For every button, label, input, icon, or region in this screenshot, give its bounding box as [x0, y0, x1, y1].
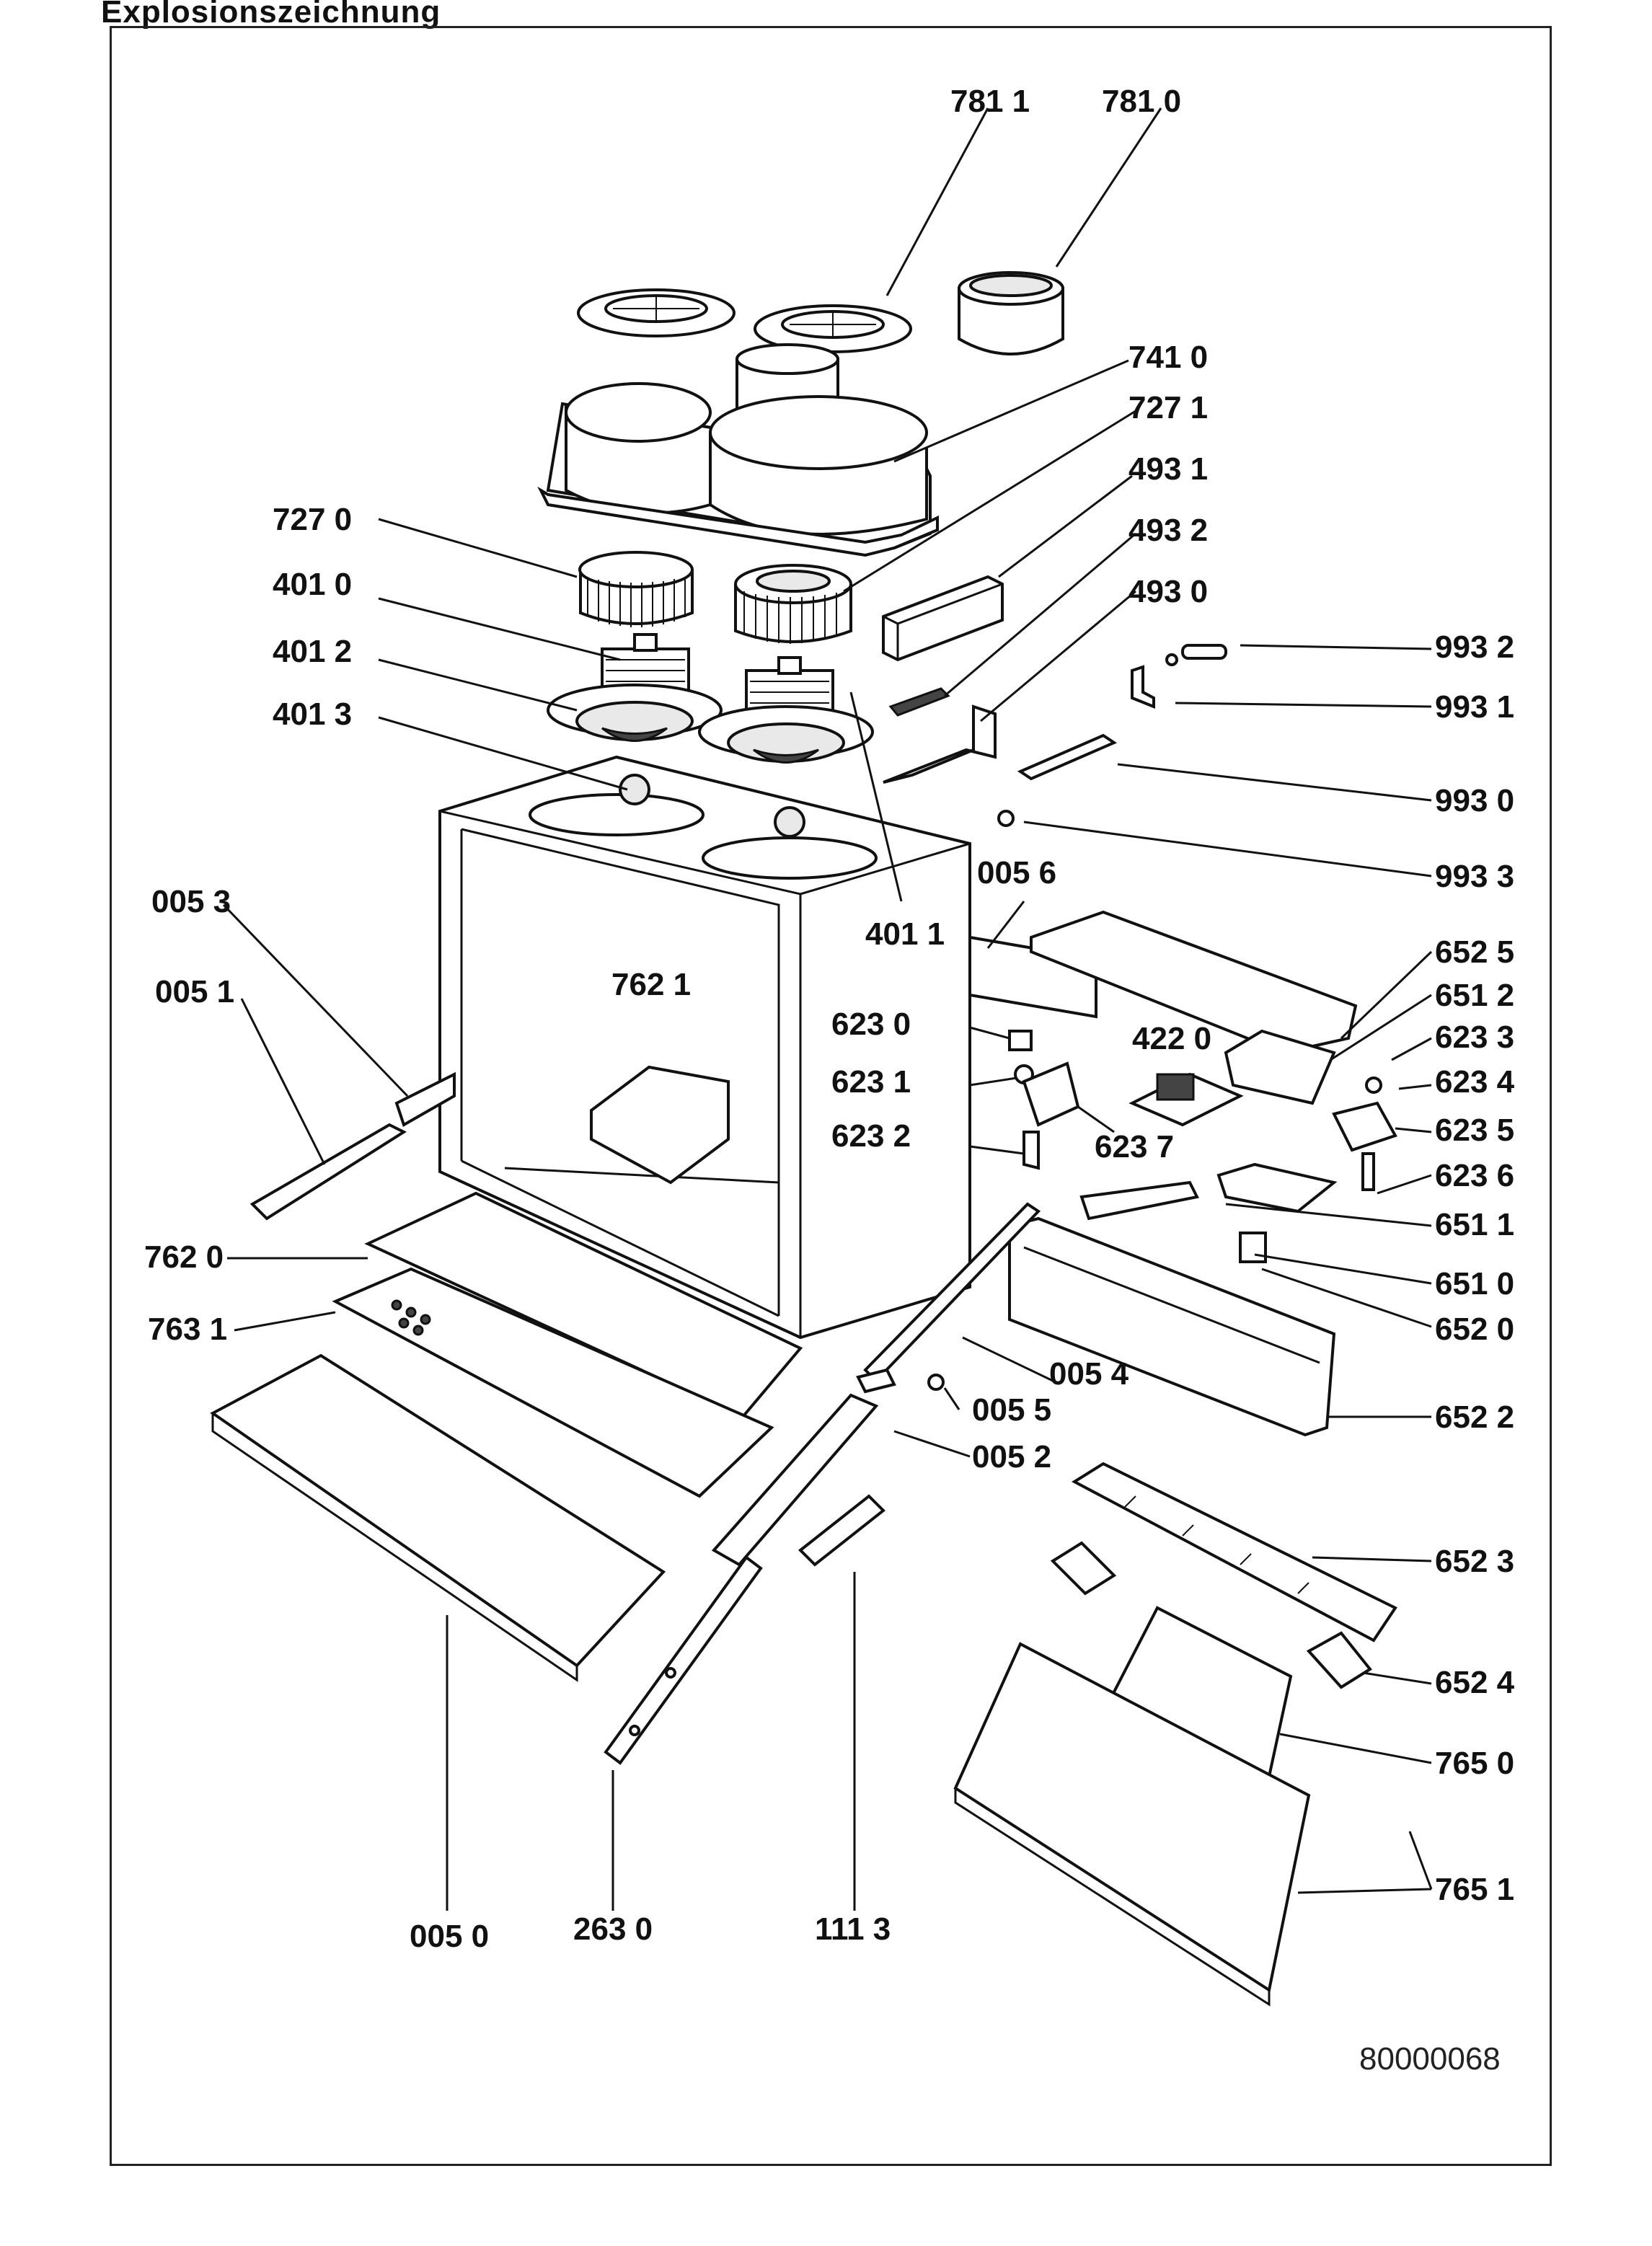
part-label: 623 7	[1095, 1129, 1174, 1164]
part-label: 005 4	[1049, 1356, 1129, 1392]
part-label: 652 4	[1435, 1665, 1515, 1700]
part-label: 741 0	[1128, 340, 1208, 375]
part-label: 727 1	[1128, 390, 1208, 425]
part-label: 651 2	[1435, 978, 1514, 1013]
spacer-005-5	[927, 1374, 945, 1391]
lamp-holders	[1008, 1030, 1080, 1170]
part-label: 623 0	[831, 1007, 911, 1042]
part-label: 005 2	[972, 1439, 1051, 1475]
part-label: 651 1	[1435, 1207, 1514, 1242]
part-label: 623 3	[1435, 1020, 1514, 1055]
page-title: Explosionszeichnung	[101, 0, 441, 30]
transformer-422-0	[1128, 1072, 1244, 1127]
part-label: 493 1	[1128, 451, 1208, 487]
part-label: 652 0	[1435, 1312, 1514, 1347]
part-label: 623 5	[1435, 1113, 1514, 1148]
part-label: 763 1	[148, 1312, 227, 1347]
grease-filter-right	[734, 564, 852, 644]
part-label: 652 3	[1435, 1544, 1514, 1579]
part-label: 401 3	[273, 697, 352, 732]
filter-cap-left	[577, 288, 736, 337]
part-label: 652 2	[1435, 1400, 1514, 1435]
mounting-bracket	[883, 704, 997, 784]
front-fascia-005-0	[210, 1353, 666, 1682]
part-label: 993 0	[1435, 783, 1514, 818]
top-cover-652-5	[1030, 910, 1358, 1055]
part-label: 781 0	[1102, 84, 1181, 119]
switch-assembly	[1079, 1162, 1338, 1263]
part-label: 762 0	[144, 1239, 224, 1275]
part-label: 651 0	[1435, 1266, 1514, 1301]
rail-005-4	[856, 1202, 1041, 1394]
grease-filter-left	[578, 551, 694, 627]
capacitor-box	[882, 575, 1004, 662]
slide-carriage-111-3	[798, 1494, 886, 1567]
control-panel-763-1	[332, 1267, 774, 1498]
part-label: 623 1	[831, 1064, 911, 1100]
part-label: 493 0	[1128, 574, 1208, 609]
part-label: 623 4	[1435, 1064, 1515, 1100]
side-rail-005-1	[249, 1123, 407, 1221]
part-label: 005 0	[410, 1919, 489, 1954]
lamp-lens-652-4	[1050, 1541, 1372, 1689]
part-label: 993 2	[1435, 629, 1514, 665]
fan-housing-left	[547, 684, 723, 742]
part-label: 401 1	[865, 916, 945, 952]
terminal-block	[888, 687, 950, 717]
carbon-filter-cup	[958, 271, 1064, 355]
leader-lines	[222, 107, 1433, 1911]
part-label: 623 6	[1435, 1158, 1514, 1193]
part-label: 401 0	[273, 567, 352, 602]
part-label: 005 1	[155, 974, 234, 1009]
bottom-panel-765-1	[953, 1642, 1311, 2007]
document-number: 80000068	[1359, 2041, 1501, 2077]
part-label: 005 3	[151, 884, 231, 919]
side-rail-005-3	[394, 1071, 456, 1127]
hood-cabinet	[438, 755, 971, 1340]
part-label: 781 1	[950, 84, 1030, 119]
part-label: 111 3	[815, 1911, 891, 1947]
part-label: 652 5	[1435, 934, 1514, 970]
part-label: 727 0	[273, 502, 352, 537]
part-label: 993 1	[1435, 689, 1514, 725]
small-fasteners	[997, 644, 1227, 827]
filter-cap-right	[754, 304, 912, 353]
rail-005-2	[711, 1393, 879, 1567]
part-label: 762 1	[611, 967, 691, 1002]
part-label: 993 3	[1435, 859, 1514, 894]
fan-housing-right	[698, 705, 874, 764]
part-label: 493 2	[1128, 513, 1208, 548]
switch-housing-651-2	[1224, 1029, 1336, 1105]
part-label: 401 2	[273, 634, 352, 669]
telescopic-slide-263-0	[604, 1555, 763, 1765]
part-label: 422 0	[1132, 1021, 1211, 1056]
front-frame-652-2	[1008, 1216, 1336, 1437]
part-label: 623 2	[831, 1118, 911, 1154]
part-labels: 781 1 781 0 741 0 727 1 727 0 493 1 493 …	[144, 84, 1515, 1954]
inner-grille-762-1	[590, 1065, 730, 1185]
drawing-frame	[110, 26, 1552, 2166]
part-label: 263 0	[573, 1911, 653, 1947]
glass-panel-652-3	[1071, 1462, 1397, 1643]
lamp-cover-623-5	[1332, 1076, 1397, 1191]
part-label: 765 1	[1435, 1872, 1514, 1907]
part-label: 765 0	[1435, 1746, 1514, 1781]
hood-top-shell	[537, 343, 939, 557]
part-label: 005 5	[972, 1392, 1051, 1428]
part-label: 005 6	[977, 855, 1056, 890]
